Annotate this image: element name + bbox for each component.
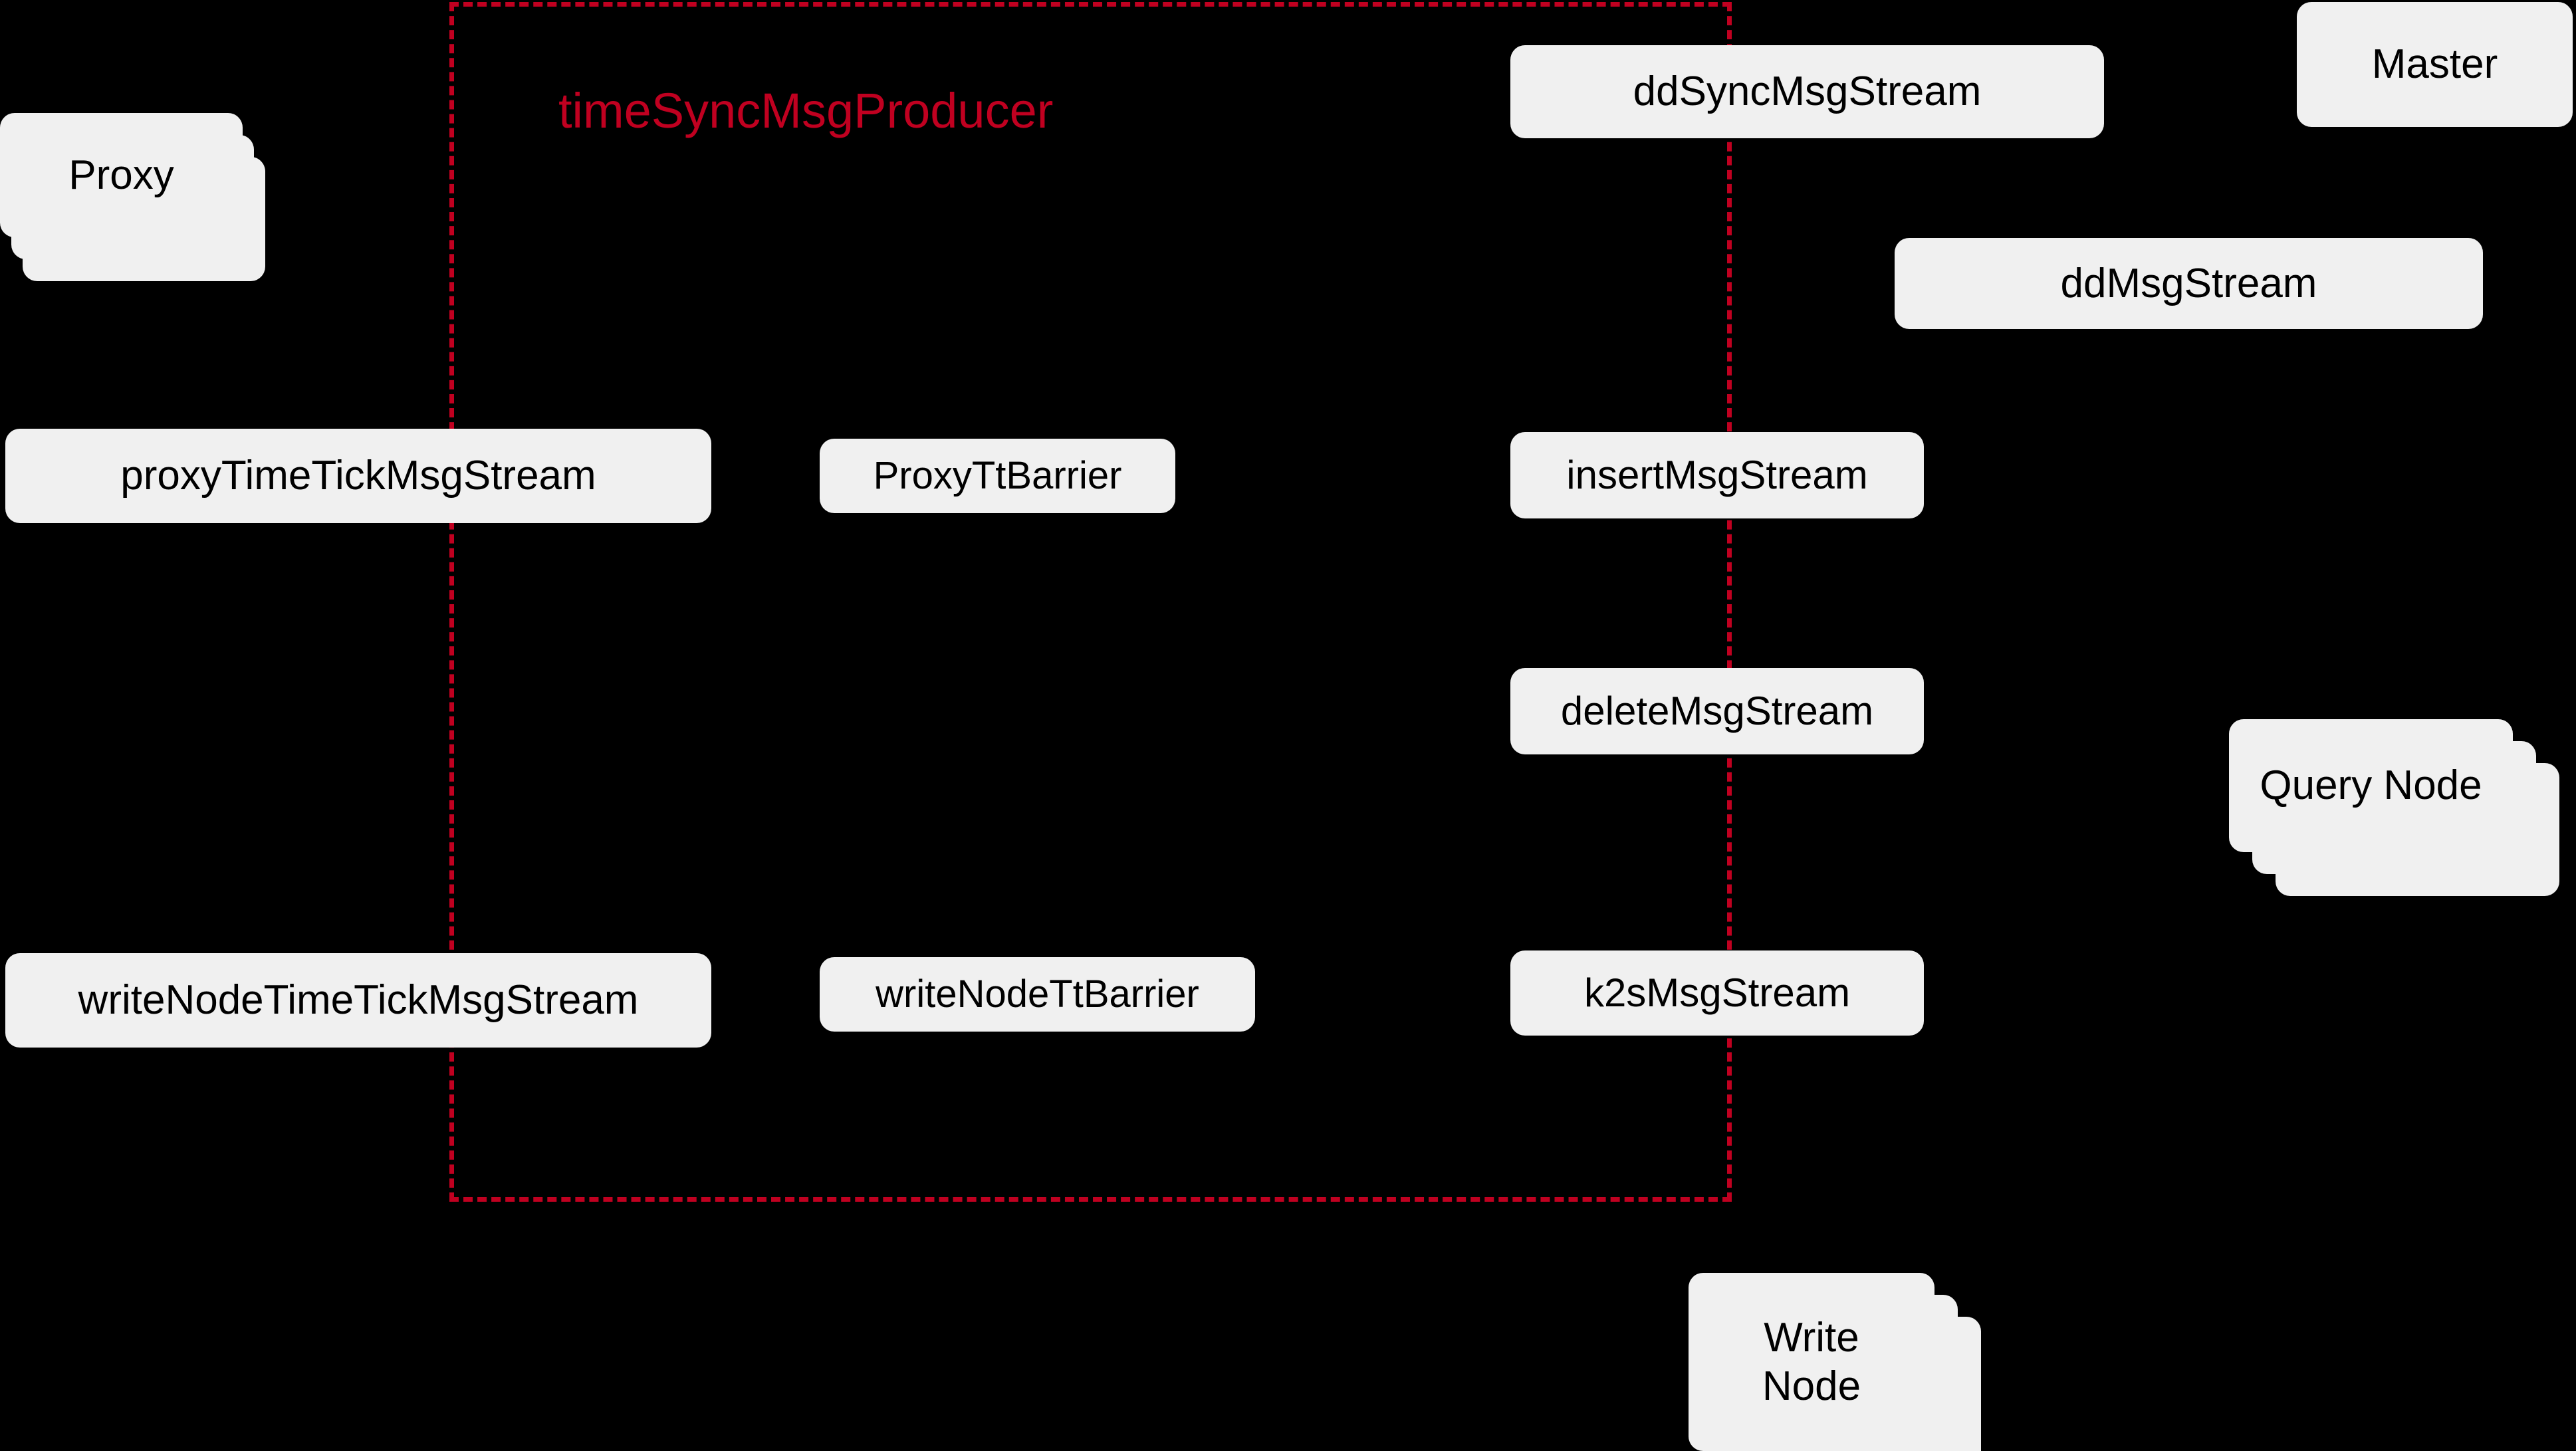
write-node-time-tick-msg-stream-node[interactable]: writeNodeTimeTickMsgStream [5,953,711,1048]
query-node-label: Query Node [2260,762,2482,809]
delete-msg-stream-label: deleteMsgStream [1560,689,1874,734]
dd-msg-stream-node[interactable]: ddMsgStream [1895,238,2483,329]
insert-msg-stream-node[interactable]: insertMsgStream [1510,432,1924,518]
write-node-tt-barrier-label: writeNodeTtBarrier [876,972,1199,1016]
write-node-card-front[interactable]: Write Node [1689,1273,1934,1451]
proxy-node-label: Proxy [68,152,174,198]
k2s-msg-stream-label: k2sMsgStream [1583,970,1851,1016]
delete-msg-stream-node[interactable]: deleteMsgStream [1510,668,1924,754]
master-node[interactable]: Master [2297,2,2573,127]
query-node-card-front[interactable]: Query Node [2229,719,2513,852]
master-label: Master [2371,41,2498,88]
dd-sync-msg-stream-label: ddSyncMsgStream [1633,68,1982,115]
proxy-node-card-front[interactable]: Proxy [0,113,243,237]
proxy-tt-barrier-label: ProxyTtBarrier [873,453,1122,497]
time-sync-msg-producer-group-title: timeSyncMsgProducer [558,83,1054,138]
insert-msg-stream-label: insertMsgStream [1566,453,1868,498]
dd-sync-msg-stream-node[interactable]: ddSyncMsgStream [1510,45,2104,138]
proxy-time-tick-msg-stream-node[interactable]: proxyTimeTickMsgStream [5,429,711,523]
query-node-stack[interactable]: Query Node [2229,719,2561,899]
write-node-tt-barrier-node[interactable]: writeNodeTtBarrier [820,957,1255,1032]
proxy-tt-barrier-node[interactable]: ProxyTtBarrier [820,439,1175,513]
write-node-label-line-1: Write [1764,1314,1859,1361]
write-node-time-tick-msg-stream-label: writeNodeTimeTickMsgStream [78,977,639,1024]
proxy-time-tick-msg-stream-label: proxyTimeTickMsgStream [120,453,596,499]
write-node-stack[interactable]: Write Node [1689,1273,1981,1451]
time-sync-msg-producer-group-boundary [449,2,1732,1202]
dd-msg-stream-label: ddMsgStream [2060,260,2317,306]
write-node-label-line-2: Node [1762,1363,1861,1409]
proxy-node-stack[interactable]: Proxy [0,113,266,282]
k2s-msg-stream-node[interactable]: k2sMsgStream [1510,950,1924,1036]
